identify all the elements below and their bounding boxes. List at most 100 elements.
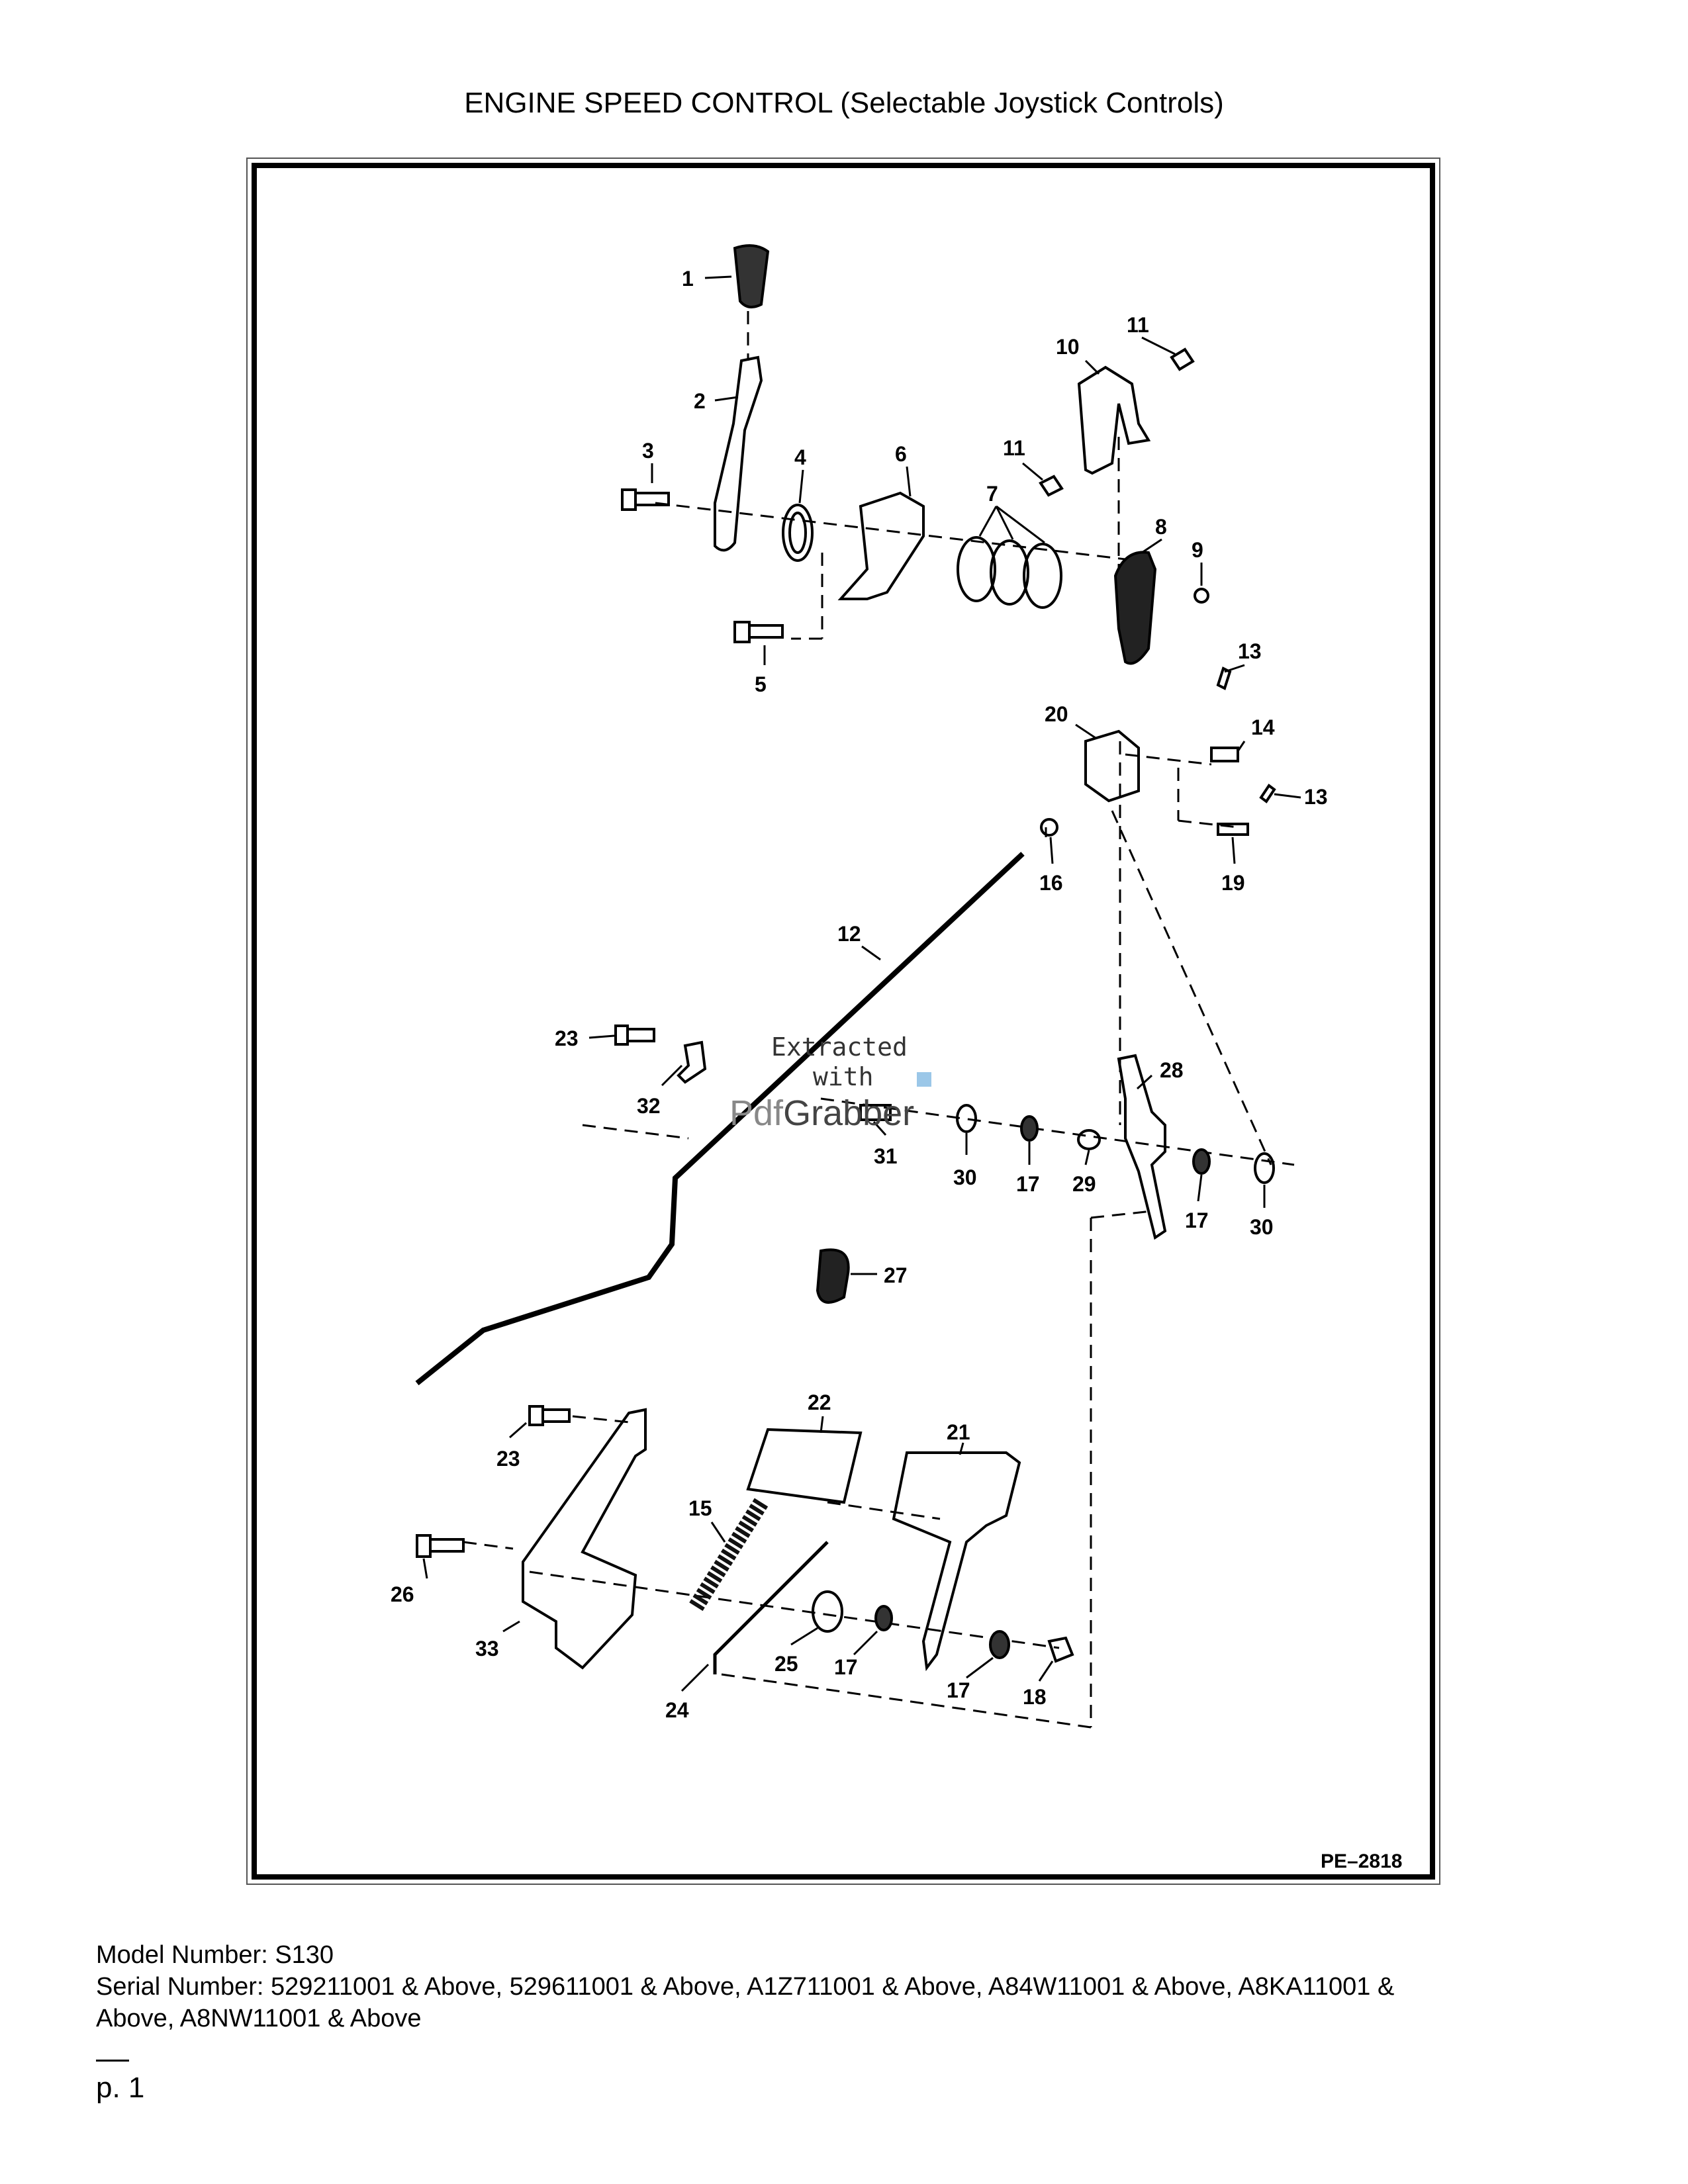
callout-11-lower: 11 [1003,436,1025,460]
bracket-part-6 [837,491,925,600]
callout-23-lower: 23 [496,1447,520,1471]
callout-9: 9 [1192,538,1203,562]
callout-12: 12 [837,922,861,946]
callout-17-d: 17 [947,1678,970,1702]
nut-part-16 [1040,818,1058,837]
callout-17-a: 17 [1016,1172,1040,1196]
bolt-part-26 [416,1534,465,1558]
callout-26: 26 [391,1582,414,1606]
pedal-part-21 [892,1451,1021,1672]
page-title: ENGINE SPEED CONTROL (Selectable Joystic… [464,87,1224,119]
callout-1: 1 [682,267,694,291]
callout-33: 33 [475,1637,499,1661]
rod-part-24 [713,1541,829,1674]
assembly-guide-lines [463,311,1295,1729]
bolt-part-31 [859,1104,892,1121]
callout-27: 27 [884,1263,908,1287]
cotter-pin-part-13-upper [1216,666,1232,690]
spring-part-15 [688,1498,769,1613]
washer-part-17-a [1020,1115,1039,1142]
block-part-20 [1084,729,1140,803]
watermark: Extracted with PdfGrabber [729,1032,931,1133]
callout-20: 20 [1045,702,1068,726]
bracket-part-10 [1077,365,1151,475]
watermark-logo-icon [917,1072,931,1087]
ring-part-4 [782,504,814,562]
callout-8: 8 [1155,515,1167,539]
figure-code: PE–2818 [1321,1850,1402,1872]
washer-part-17-b [1192,1148,1211,1175]
callout-10: 10 [1056,335,1080,359]
callout-24: 24 [665,1698,689,1722]
pad-part-22 [746,1428,863,1504]
bracket-part-33 [522,1408,647,1670]
serial-number-line-1: Serial Number: 529211001 & Above, 529611… [96,1973,1395,2001]
callout-2: 2 [694,389,706,413]
rod-part-12 [415,852,1025,1386]
callout-13-lower: 13 [1304,785,1328,809]
callout-22: 22 [808,1390,831,1414]
callout-30-left: 30 [953,1165,977,1189]
washer-part-30-right [1254,1152,1275,1184]
bolt-part-23-upper [614,1024,655,1046]
watermark-brand: PdfGrabber [729,1093,914,1133]
page-number: p. 1 [96,2071,145,2104]
bolt-part-23-lower [528,1405,571,1426]
washer-part-17-d [989,1630,1010,1659]
callout-14: 14 [1251,715,1275,739]
bolt-part-5 [733,621,784,643]
callout-5: 5 [755,672,767,696]
callout-21: 21 [947,1420,970,1444]
callout-18: 18 [1023,1685,1047,1709]
rings-part-7 [957,536,1062,609]
callout-3: 3 [642,439,654,463]
callout-32: 32 [637,1094,661,1118]
callout-13-upper: 13 [1238,639,1262,663]
callout-17-c: 17 [834,1655,858,1679]
callout-leader-lines [422,275,1301,1692]
callout-11-upper: 11 [1127,313,1149,337]
serial-number-line-2: Above, A8NW11001 & Above [96,2005,422,2032]
grommet-part-27 [816,1248,850,1304]
pin-part-11-lower [1039,475,1064,497]
quadrant-part-8 [1113,551,1157,665]
nut-part-9 [1194,588,1209,604]
pin-part-11-upper [1170,347,1195,371]
page-footer: p. 1 [96,2060,144,2105]
callout-17-b: 17 [1185,1208,1209,1232]
knob-part-1 [733,244,770,308]
callout-7: 7 [986,482,998,506]
bolt-part-19 [1217,823,1249,836]
callout-29: 29 [1072,1172,1096,1196]
washer-part-30-left [956,1104,977,1133]
model-number: Model Number: S130 [96,1941,334,1969]
nut-part-18 [1047,1636,1074,1663]
watermark-line-1: Extracted [771,1032,908,1062]
clamp-part-32 [677,1040,707,1084]
callout-31: 31 [874,1144,898,1168]
callout-19: 19 [1221,871,1245,895]
lever-part-2 [714,355,763,552]
bushing-part-29 [1077,1129,1101,1150]
watermark-line-2: with [813,1062,874,1091]
washer-part-17-c [874,1605,893,1631]
spacer-part-25 [812,1590,843,1633]
callout-28: 28 [1160,1058,1184,1082]
callout-30-right: 30 [1250,1215,1274,1239]
callout-23-upper: 23 [555,1026,579,1050]
pin-part-14 [1210,747,1239,762]
callout-16: 16 [1039,871,1063,895]
bolt-part-3 [621,488,670,511]
diagram-inner-frame [252,163,1435,1880]
cotter-pin-part-13-lower [1259,784,1276,803]
callout-4: 4 [794,445,806,469]
callout-15: 15 [688,1496,712,1520]
callout-25: 25 [774,1652,798,1676]
footer-rule [96,2060,129,2062]
diagram-outer-frame [246,158,1440,1885]
model-info: Model Number: S130 Serial Number: 529211… [96,1939,1585,2034]
callout-6: 6 [895,442,907,466]
lever-part-28 [1117,1054,1167,1240]
callout-labels: 1 2 3 4 5 6 7 8 9 10 11 11 12 13 13 14 1… [391,267,1328,1722]
